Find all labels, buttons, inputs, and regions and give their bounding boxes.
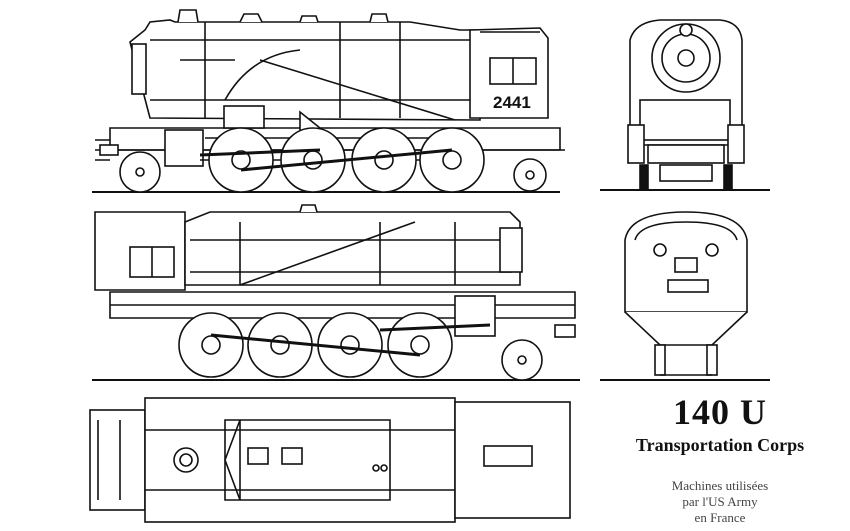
left-side-elevation	[92, 9, 565, 193]
right-side-elevation	[92, 204, 580, 381]
caption-line-2: par l'US Army	[682, 494, 758, 509]
front-view	[600, 19, 770, 191]
class-name-title: 140 U	[673, 392, 767, 432]
top-plan	[89, 397, 571, 523]
caption: Machines utilisées par l'US Army en Fran…	[600, 478, 840, 526]
subtitle: Transportation Corps	[635, 435, 805, 455]
rear-view	[600, 211, 770, 381]
caption-line-3: en France	[694, 510, 746, 525]
caption-line-1: Machines utilisées	[671, 478, 769, 493]
locomotive-number: 2441	[493, 93, 531, 112]
title-block: 140 U Transportation Corps Machines util…	[600, 392, 840, 526]
